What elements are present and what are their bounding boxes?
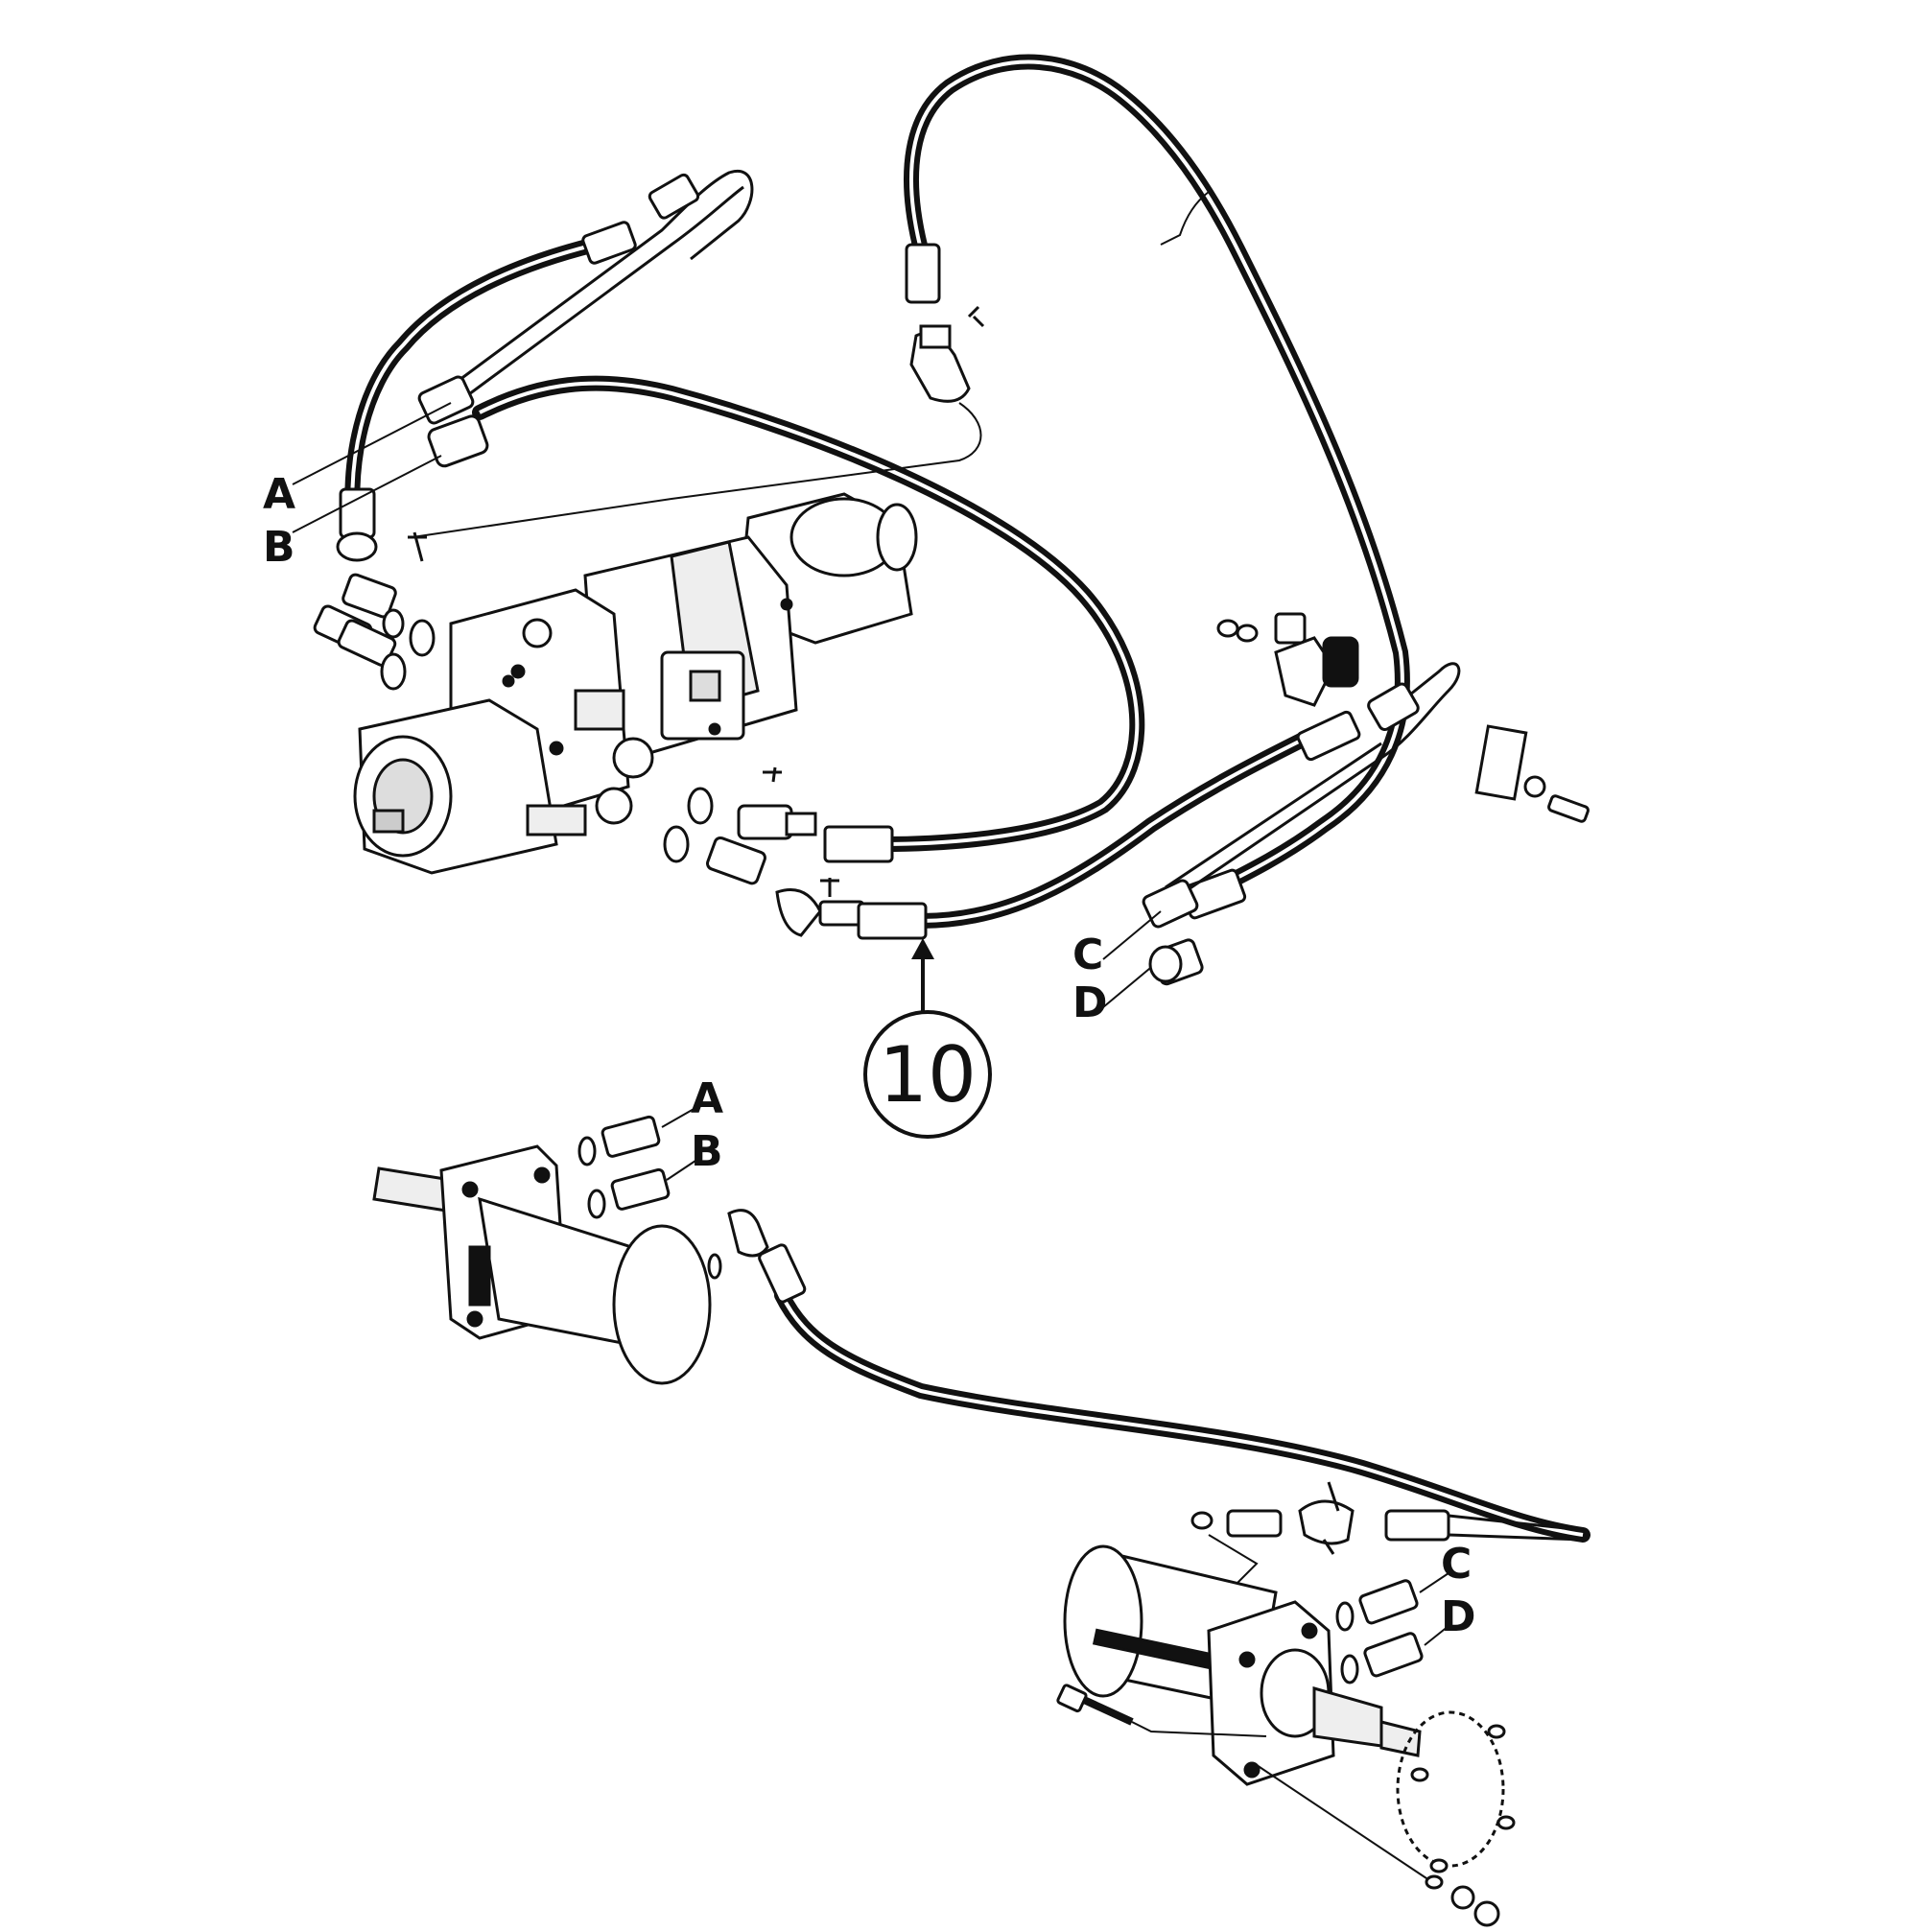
tube-a <box>417 169 754 425</box>
label-lower-c: C <box>1441 1540 1472 1589</box>
label-upper-b: B <box>263 523 295 572</box>
motor-left-fittings <box>577 1115 769 1280</box>
hose-b <box>427 375 1145 863</box>
lower-leader-lines-ab <box>661 1107 696 1181</box>
callout-number: 10 <box>879 1030 977 1119</box>
hose-lower-end <box>1448 1514 1584 1542</box>
hydraulic-motor-left <box>372 1144 712 1385</box>
hose-lower-long <box>758 1243 1590 1543</box>
label-lower-a: A <box>691 1074 723 1123</box>
label-upper-d: D <box>1072 978 1108 1027</box>
motor-right-fittings <box>1190 1481 1450 1685</box>
clamp-hardware <box>1216 612 1590 823</box>
lower-leader-lines-cd <box>1419 1572 1449 1646</box>
label-upper-c: C <box>1072 931 1103 979</box>
pump-left-fittings <box>313 531 436 691</box>
hydraulic-motor-right <box>1063 1544 1422 1786</box>
hose-cd-ends <box>1148 938 1204 986</box>
label-upper-a: A <box>263 470 295 519</box>
top-elbow-fitting <box>412 305 985 538</box>
upper-leader-lines <box>292 402 1162 1008</box>
hose-top-loop <box>904 54 1410 920</box>
hydraulic-pump <box>353 492 918 875</box>
callout-10: 10 <box>863 938 992 1139</box>
motor-right-hardware <box>1056 1684 1516 1927</box>
hose-10 <box>857 710 1361 940</box>
label-lower-d: D <box>1441 1592 1476 1641</box>
hose-a <box>336 221 637 562</box>
label-lower-b: B <box>691 1127 723 1176</box>
